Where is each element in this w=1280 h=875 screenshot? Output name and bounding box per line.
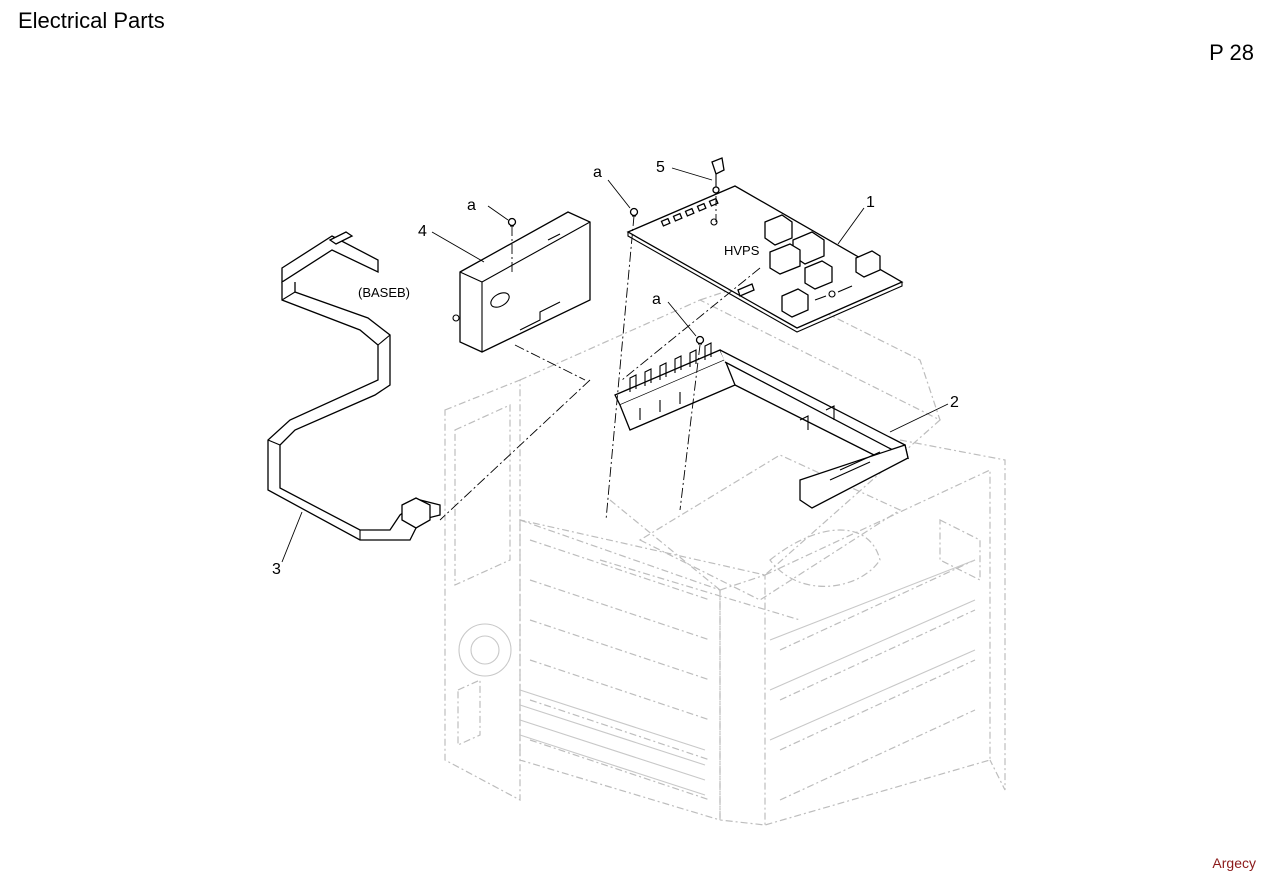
footer-brand: Argecy bbox=[1212, 855, 1256, 871]
part-2-bracket bbox=[614, 342, 909, 509]
callout-1: 1 bbox=[866, 194, 875, 211]
part-4-cover bbox=[452, 211, 591, 353]
page-number: P 28 bbox=[1209, 40, 1254, 65]
callout-a-board-screw: a bbox=[593, 164, 602, 181]
callout-a-cover-screw: a bbox=[467, 197, 476, 214]
leader-lines bbox=[281, 167, 949, 563]
callout-3: 3 bbox=[272, 561, 281, 578]
callout-2: 2 bbox=[950, 394, 959, 411]
printer-frame-ghost bbox=[444, 279, 1006, 826]
hvps-label: HVPS bbox=[724, 243, 760, 258]
callout-a-bracket-screw: a bbox=[652, 291, 661, 308]
callout-4: 4 bbox=[418, 223, 427, 240]
baseb-label: (BASEB) bbox=[358, 285, 410, 300]
part-5-clip bbox=[711, 157, 725, 194]
screw-a-board bbox=[629, 207, 639, 217]
screw-a-cover bbox=[507, 217, 517, 227]
screw-a-bracket bbox=[695, 335, 705, 345]
page-title: Electrical Parts bbox=[18, 8, 165, 33]
callout-5: 5 bbox=[656, 159, 665, 176]
part-1-hvps-board bbox=[626, 185, 904, 333]
assembly-chain-lines bbox=[439, 196, 761, 521]
part-3-flat-cable bbox=[267, 231, 441, 541]
